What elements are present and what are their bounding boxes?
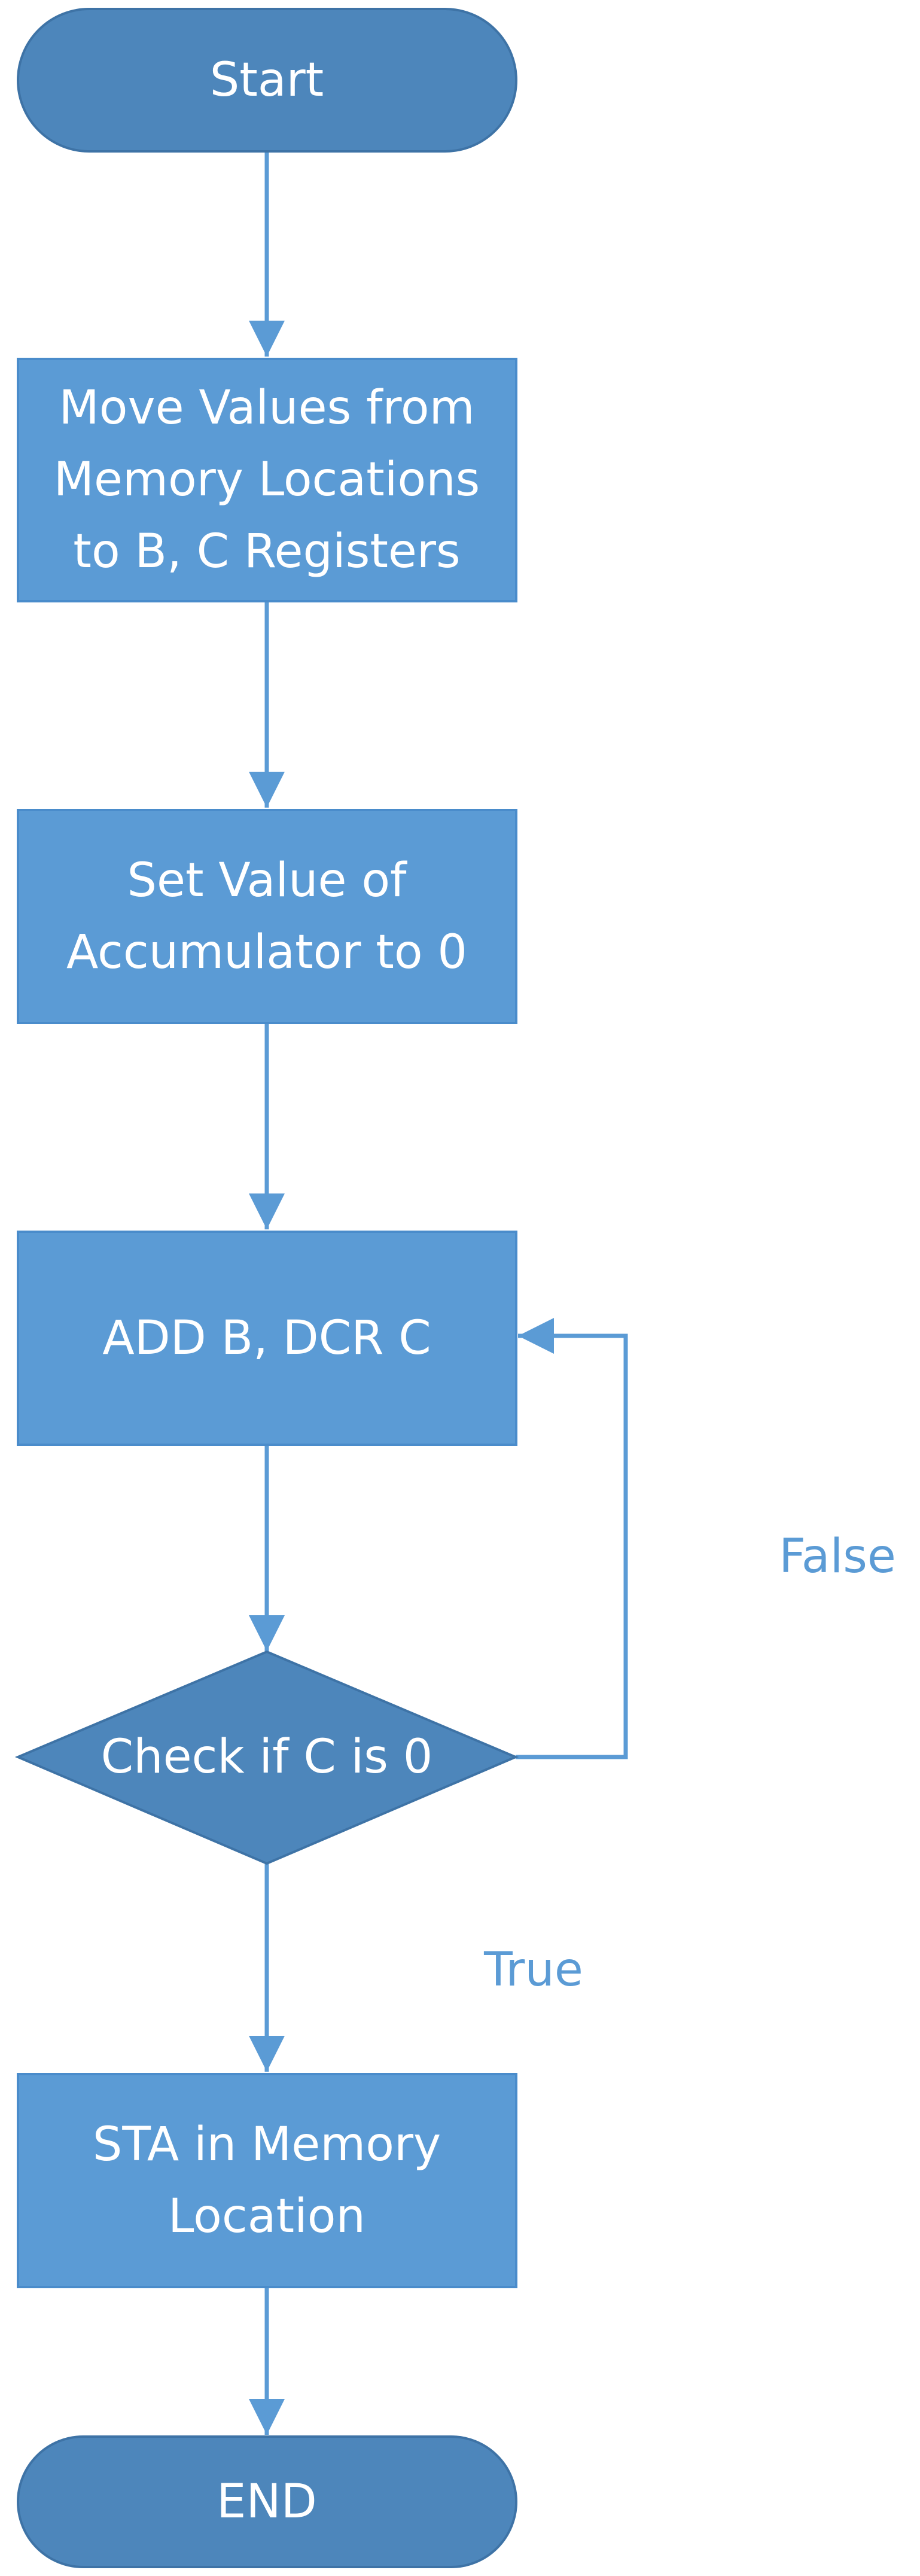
set-accumulator-process: Set Value of Accumulator to 0 — [17, 809, 517, 1024]
sta-process: STA in Memory Location — [17, 2073, 517, 2288]
set-accumulator-line-1: Set Value of — [127, 854, 407, 908]
end-shape — [17, 2435, 517, 2568]
sta-line-2: Location — [168, 2190, 365, 2243]
end-terminal: END — [17, 2435, 517, 2568]
end-label: END — [217, 2475, 317, 2529]
check-c-decision: Check if C is 0 — [14, 1650, 519, 1865]
set-accumulator-shape — [17, 809, 517, 1024]
false-edge-label: False — [779, 1530, 896, 1584]
start-label: Start — [210, 53, 324, 107]
add-dcr-label: ADD B, DCR C — [102, 1311, 431, 1365]
check-c-label: Check if C is 0 — [101, 1730, 433, 1784]
move-values-shape — [17, 358, 517, 602]
sta-shape — [17, 2073, 517, 2288]
true-edge-label: True — [483, 1943, 583, 1997]
set-accumulator-line-2: Accumulator to 0 — [66, 925, 467, 979]
move-values-line-2: Memory Locations — [54, 453, 480, 507]
check-c-shape — [14, 1650, 519, 1865]
start-terminal: Start — [17, 8, 517, 153]
connector-false-loop — [516, 1318, 628, 1759]
move-values-line-3: to B, C Registers — [73, 525, 460, 578]
add-dcr-shape — [17, 1231, 517, 1446]
move-values-line-1: Move Values from — [59, 381, 474, 435]
move-values-process: Move Values from Memory Locations to B, … — [17, 358, 517, 602]
add-dcr-process: ADD B, DCR C — [17, 1231, 517, 1446]
start-shape — [17, 8, 517, 153]
sta-line-1: STA in Memory — [93, 2118, 441, 2172]
